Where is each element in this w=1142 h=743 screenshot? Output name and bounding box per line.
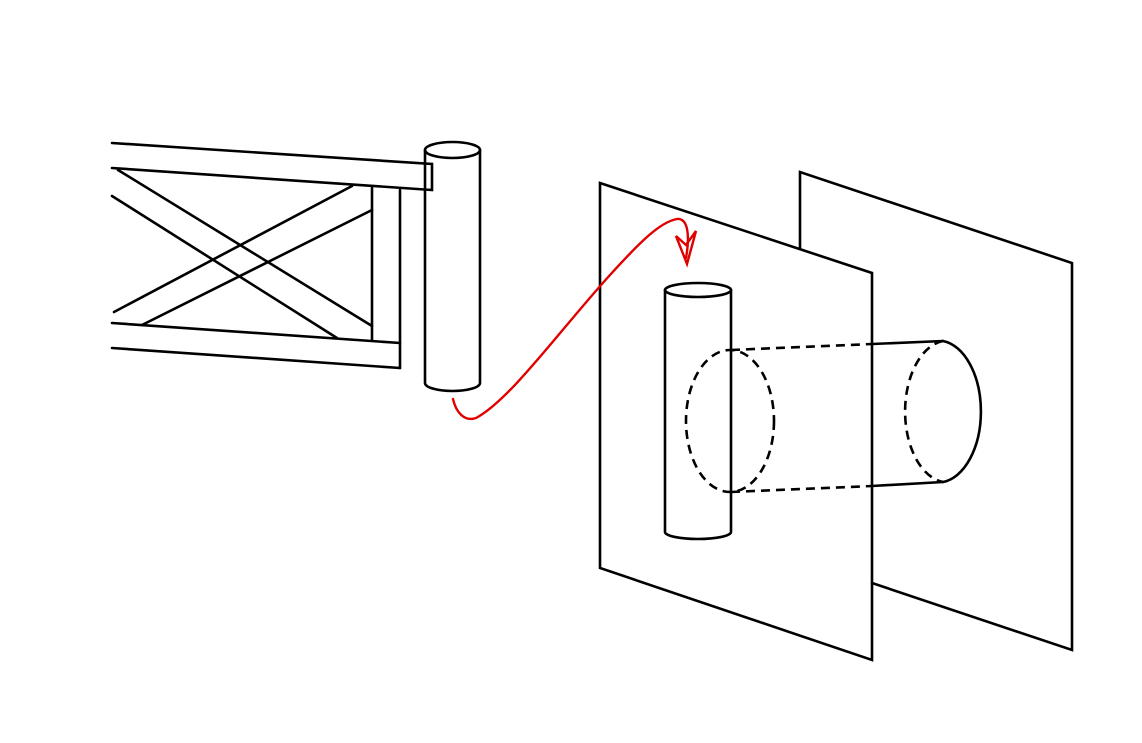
red-arrow xyxy=(451,217,698,421)
diagonal-brace xyxy=(116,168,374,328)
top-rail xyxy=(110,141,434,192)
back-plane xyxy=(798,170,1074,652)
red-arrow-curve xyxy=(451,217,690,421)
front-plane xyxy=(598,181,874,662)
bottom-rail xyxy=(110,321,402,370)
gate-truss xyxy=(110,141,434,370)
diagonal-brace xyxy=(140,208,374,327)
diagonal-brace xyxy=(112,184,354,314)
post-on-plane-cylinder xyxy=(663,281,733,541)
hinge-post-cylinder xyxy=(423,140,482,393)
diagonal-brace xyxy=(110,194,339,340)
projected-cylinder xyxy=(684,339,983,494)
red-arrowhead-icon xyxy=(674,230,698,268)
